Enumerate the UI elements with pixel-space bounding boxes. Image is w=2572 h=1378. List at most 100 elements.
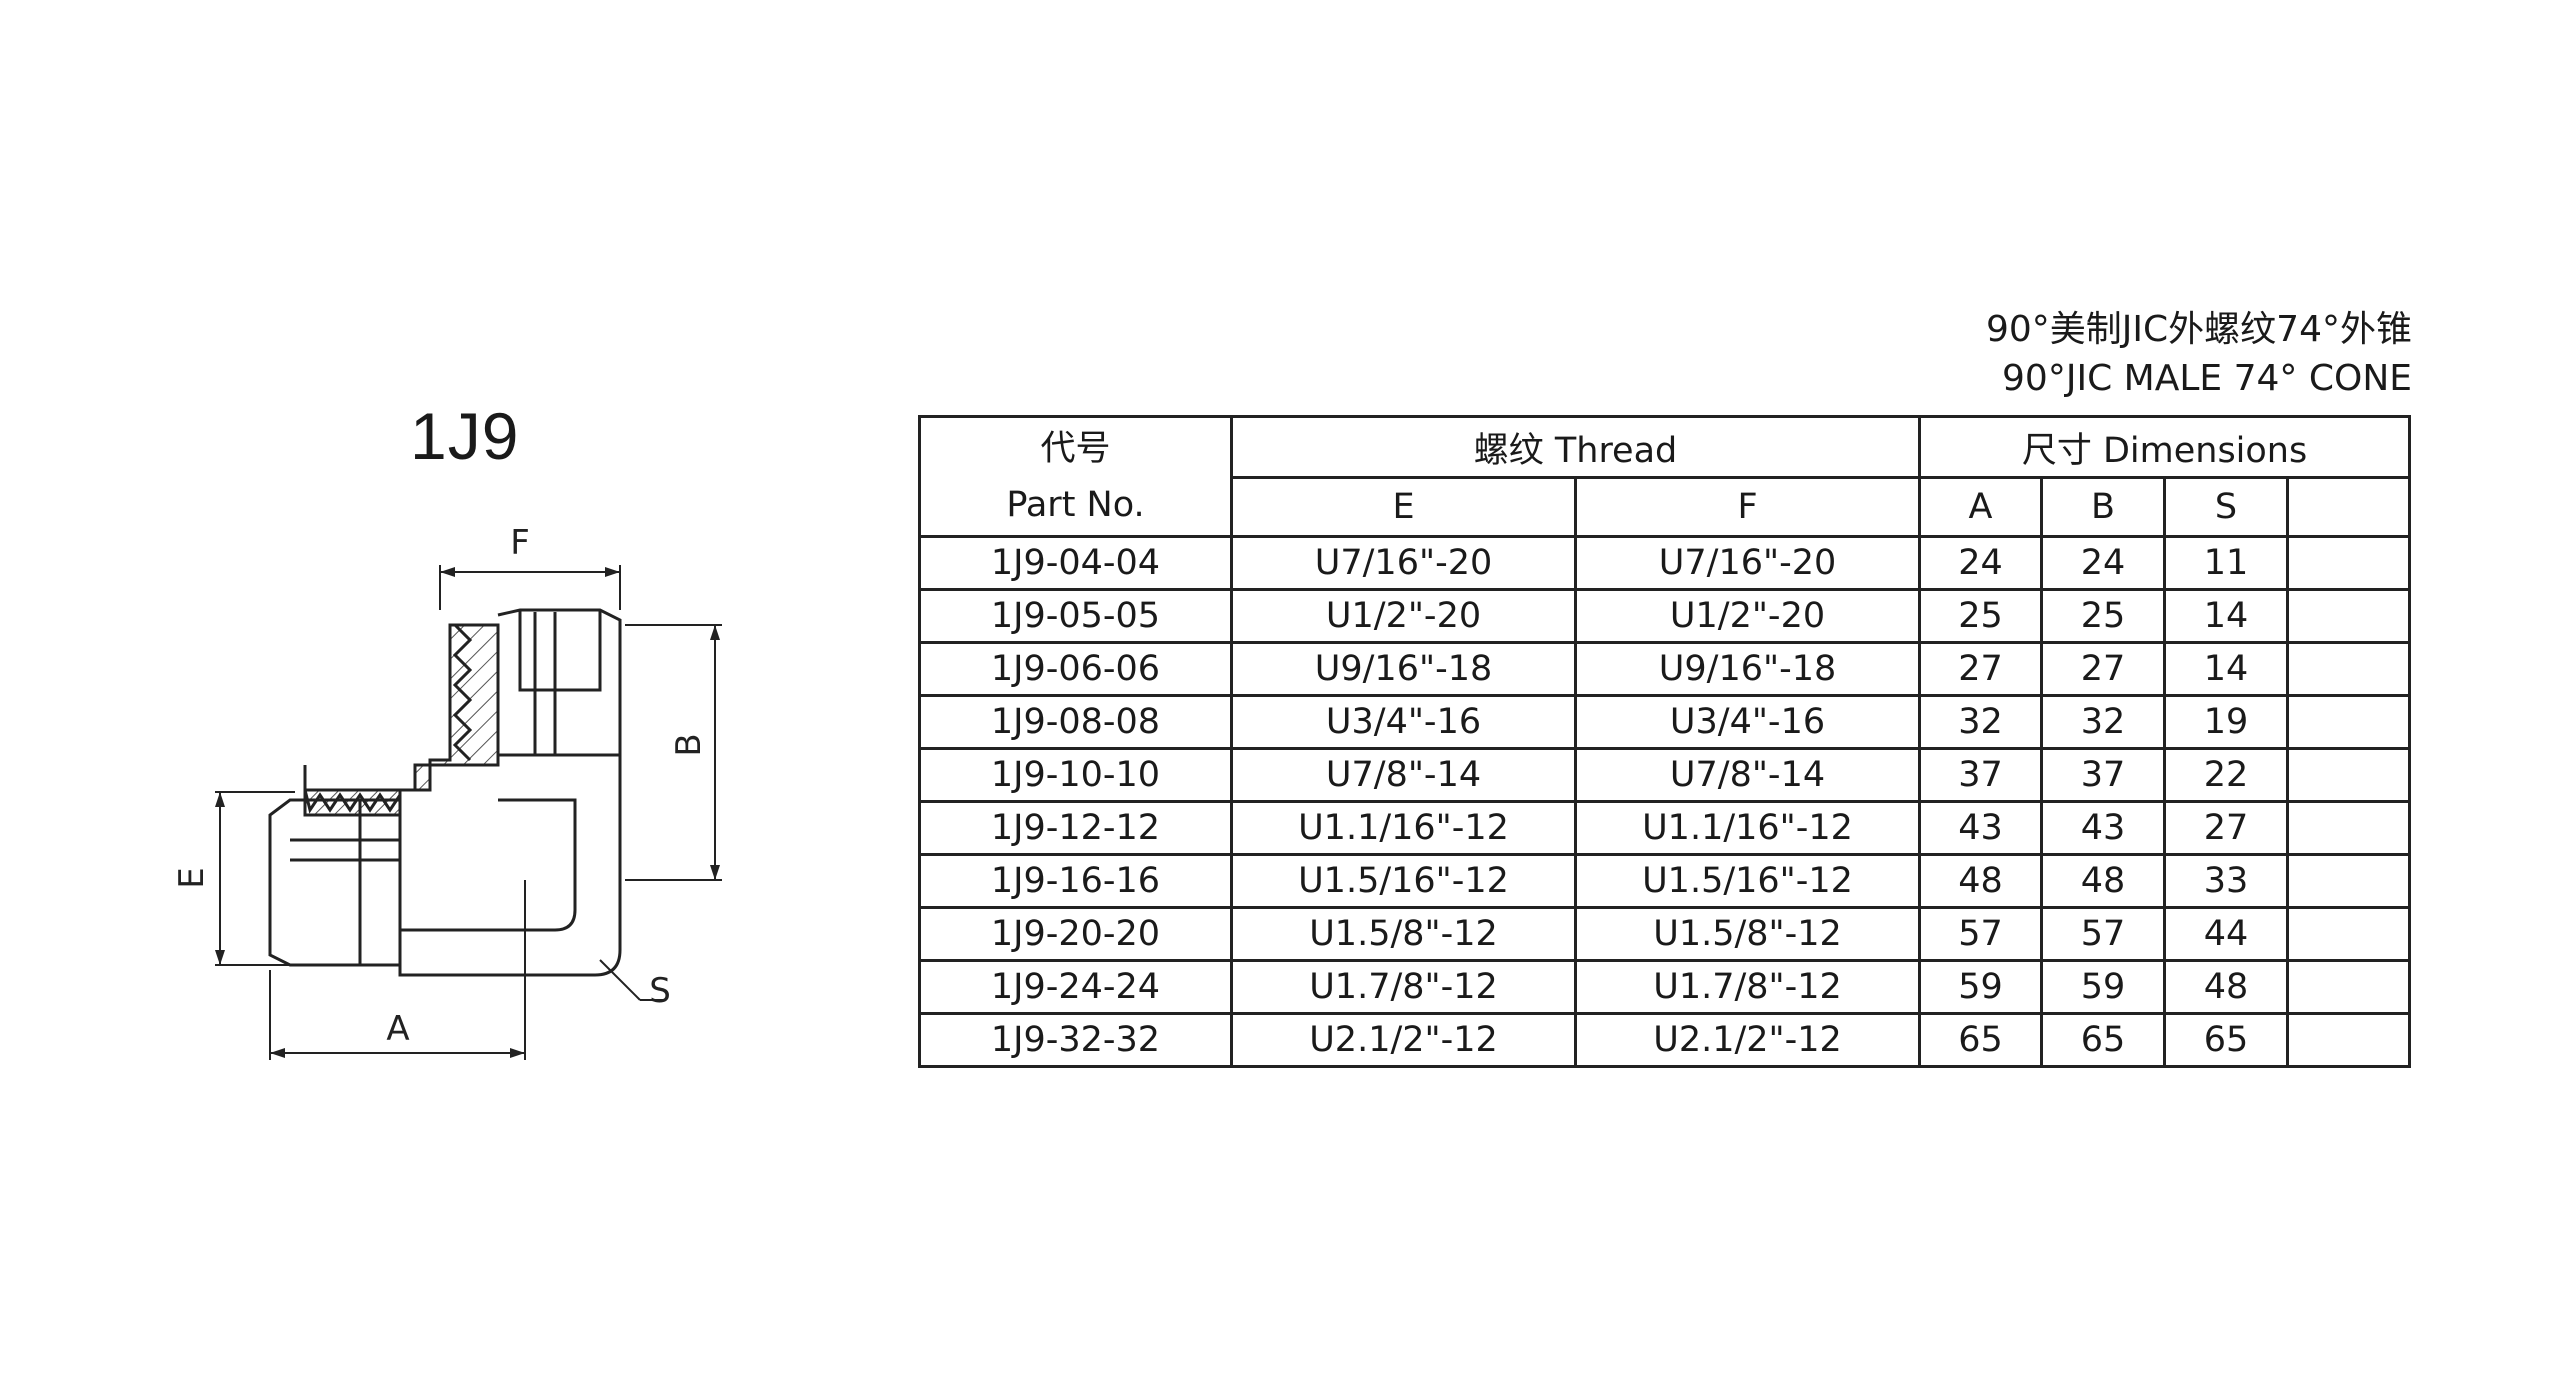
dim-a-cell: 27 <box>1918 641 2044 697</box>
part-cell: 1J9-06-06 <box>918 641 1233 697</box>
empty-cell <box>2286 747 2412 803</box>
model-label: 1J9 <box>410 399 520 473</box>
thread-e-cell: U1.1/16"-12 <box>1230 800 1577 856</box>
dim-b-cell: 25 <box>2040 588 2167 644</box>
thread-f-cell: U9/16"-18 <box>1573 641 1922 697</box>
part-cell: 1J9-10-10 <box>918 747 1233 803</box>
thread-e-cell: U2.1/2"-12 <box>1230 1012 1577 1068</box>
part-cell: 1J9-24-24 <box>918 959 1233 1015</box>
thread-f-cell: U1.5/8"-12 <box>1573 906 1922 962</box>
part-cell: 1J9-32-32 <box>918 1012 1233 1068</box>
thread-e-cell: U1.7/8"-12 <box>1230 959 1577 1015</box>
empty-cell <box>2286 535 2412 591</box>
thread-e-cell: U1.5/8"-12 <box>1230 906 1577 962</box>
thread-f-cell: U1.1/16"-12 <box>1573 800 1922 856</box>
dim-a-cell: 32 <box>1918 694 2044 750</box>
title-chinese: 90°美制JIC外螺纹74°外锥 <box>1986 309 2412 350</box>
part-cell: 1J9-12-12 <box>918 800 1233 856</box>
part-cell: 1J9-05-05 <box>918 588 1233 644</box>
empty-cell <box>2286 694 2412 750</box>
empty-cell <box>2286 906 2412 962</box>
thread-e-cell: U7/16"-20 <box>1230 535 1577 591</box>
thread-f-cell: U3/4"-16 <box>1573 694 1922 750</box>
thread-e-cell: U9/16"-18 <box>1230 641 1577 697</box>
table-row: 1J9-06-06 U9/16"-18 U9/16"-18 27 27 14 <box>918 641 2412 697</box>
dim-b-cell: 48 <box>2040 853 2167 909</box>
empty-cell <box>2286 853 2412 909</box>
part-cell: 1J9-08-08 <box>918 694 1233 750</box>
col-header-empty <box>2286 476 2412 538</box>
thread-e-cell: U1/2"-20 <box>1230 588 1577 644</box>
table-row: 1J9-32-32 U2.1/2"-12 U2.1/2"-12 65 65 65 <box>918 1012 2412 1068</box>
dim-s-cell: 11 <box>2163 535 2290 591</box>
thread-f-cell: U1/2"-20 <box>1573 588 1922 644</box>
table-row: 1J9-20-20 U1.5/8"-12 U1.5/8"-12 57 57 44 <box>918 906 2412 962</box>
fitting-drawing: F A S B E <box>172 523 722 1060</box>
dim-s-cell: 14 <box>2163 641 2290 697</box>
dim-s-cell: 27 <box>2163 800 2290 856</box>
dim-a-cell: 25 <box>1918 588 2044 644</box>
col-header-s: S <box>2163 476 2290 538</box>
dim-label-f: F <box>510 523 530 563</box>
part-no-header-en: Part No. <box>1006 484 1145 525</box>
title-english: 90°JIC MALE 74° CONE <box>2002 358 2412 399</box>
empty-cell <box>2286 588 2412 644</box>
thread-f-cell: U7/8"-14 <box>1573 747 1922 803</box>
part-cell: 1J9-04-04 <box>918 535 1233 591</box>
dim-b-cell: 65 <box>2040 1012 2167 1068</box>
dim-a-cell: 59 <box>1918 959 2044 1015</box>
dim-a-cell: 24 <box>1918 535 2044 591</box>
table-row: 1J9-10-10 U7/8"-14 U7/8"-14 37 37 22 <box>918 747 2412 803</box>
dim-b-cell: 57 <box>2040 906 2167 962</box>
dim-label-s: S <box>649 971 671 1011</box>
dim-b-cell: 37 <box>2040 747 2167 803</box>
col-header-f: F <box>1573 476 1922 538</box>
dim-b-cell: 59 <box>2040 959 2167 1015</box>
dim-s-cell: 44 <box>2163 906 2290 962</box>
dim-s-cell: 19 <box>2163 694 2290 750</box>
spec-table: 代号 Part No. 螺纹 Thread 尺寸 Dimensions E F … <box>918 415 2412 1068</box>
part-no-header: 代号 Part No. <box>918 415 1233 538</box>
thread-f-cell: U2.1/2"-12 <box>1573 1012 1922 1068</box>
thread-e-cell: U7/8"-14 <box>1230 747 1577 803</box>
dim-s-cell: 33 <box>2163 853 2290 909</box>
dim-a-cell: 48 <box>1918 853 2044 909</box>
table-row: 1J9-24-24 U1.7/8"-12 U1.7/8"-12 59 59 48 <box>918 959 2412 1015</box>
part-cell: 1J9-20-20 <box>918 906 1233 962</box>
dim-s-cell: 65 <box>2163 1012 2290 1068</box>
table-row: 1J9-05-05 U1/2"-20 U1/2"-20 25 25 14 <box>918 588 2412 644</box>
dim-a-cell: 43 <box>1918 800 2044 856</box>
dim-a-cell: 37 <box>1918 747 2044 803</box>
dim-b-cell: 32 <box>2040 694 2167 750</box>
table-row: 1J9-08-08 U3/4"-16 U3/4"-16 32 32 19 <box>918 694 2412 750</box>
part-no-header-cn: 代号 <box>1040 428 1111 469</box>
table-row: 1J9-16-16 U1.5/16"-12 U1.5/16"-12 48 48 … <box>918 853 2412 909</box>
thread-f-cell: U7/16"-20 <box>1573 535 1922 591</box>
empty-cell <box>2286 1012 2412 1068</box>
dim-s-cell: 14 <box>2163 588 2290 644</box>
empty-cell <box>2286 800 2412 856</box>
dim-s-cell: 22 <box>2163 747 2290 803</box>
empty-cell <box>2286 959 2412 1015</box>
dim-label-a: A <box>386 1009 409 1049</box>
dim-label-e: E <box>172 867 212 888</box>
thread-e-cell: U3/4"-16 <box>1230 694 1577 750</box>
dimensions-group-header: 尺寸 Dimensions <box>1918 415 2412 479</box>
dim-label-b: B <box>669 733 709 756</box>
thread-group-header: 螺纹 Thread <box>1229 415 1922 479</box>
table-row: 1J9-12-12 U1.1/16"-12 U1.1/16"-12 43 43 … <box>918 800 2412 856</box>
col-header-a: A <box>1918 476 2044 538</box>
thread-f-cell: U1.7/8"-12 <box>1573 959 1922 1015</box>
empty-cell <box>2286 641 2412 697</box>
dim-a-cell: 57 <box>1918 906 2044 962</box>
table-row: 1J9-04-04 U7/16"-20 U7/16"-20 24 24 11 <box>918 535 2412 591</box>
dim-b-cell: 24 <box>2040 535 2167 591</box>
thread-e-cell: U1.5/16"-12 <box>1230 853 1577 909</box>
col-header-e: E <box>1230 476 1577 538</box>
part-cell: 1J9-16-16 <box>918 853 1233 909</box>
dim-a-cell: 65 <box>1918 1012 2044 1068</box>
col-header-b: B <box>2040 476 2167 538</box>
dim-b-cell: 27 <box>2040 641 2167 697</box>
dim-b-cell: 43 <box>2040 800 2167 856</box>
thread-f-cell: U1.5/16"-12 <box>1573 853 1922 909</box>
